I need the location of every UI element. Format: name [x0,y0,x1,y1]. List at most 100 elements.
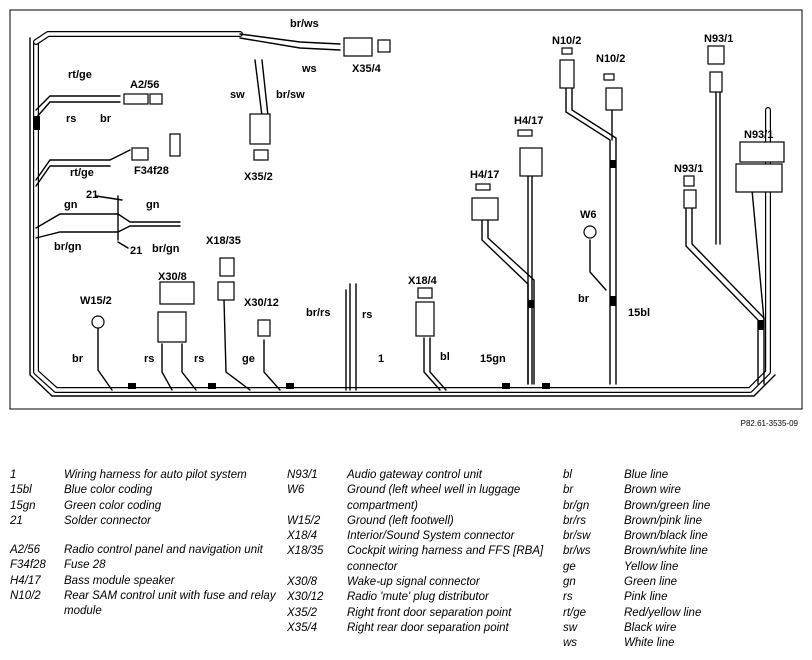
legend-col1: 1 Wiring harness for auto pilot system 15… [10,468,280,620]
legend-desc: Green line [624,576,678,589]
legend-row: N93/1 Audio gateway control unit [287,468,547,483]
label-1: 1 [378,353,384,365]
legend-row: X18/4 Interior/Sound System connector [287,529,547,544]
legend-desc: Radio control panel and navigation unit [64,544,263,557]
label-gn-b: gn [146,199,160,211]
legend-code: rt/ge [563,606,587,619]
legend-desc: Brown/green line [624,499,711,512]
label-br-ws: br/ws [290,18,319,30]
legend-desc: Red/yellow line [624,606,702,619]
label-f34f28: F34f28 [134,165,169,177]
legend-code: F34f28 [10,559,46,572]
legend-code: X35/2 [287,606,318,619]
legend-desc: Fuse 28 [64,559,106,572]
label-rs-3: rs [194,353,204,365]
legend-desc: Right rear door separation point [347,621,509,634]
legend-code: N93/1 [287,469,318,481]
label-br-gn-a: br/gn [54,241,82,253]
legend-code: X35/4 [287,621,318,634]
legend-code: X18/4 [287,530,318,543]
legend-desc: Rear SAM control unit with fuse and rela… [64,590,276,618]
legend-code: H4/17 [10,574,41,587]
legend-code: A2/56 [10,544,41,557]
label-br-rs: br/rs [306,307,330,319]
label-x35-4: X35/4 [352,63,382,75]
legend-row: rs Pink line [563,590,803,605]
legend-code: gn [563,576,576,589]
label-ws: ws [301,63,317,75]
legend-row: X35/4 Right rear door separation point [287,621,547,636]
label-rs-2: rs [144,353,154,365]
main-harness [29,31,776,397]
label-rt-ge-2: rt/ge [70,167,94,179]
label-w15-2: W15/2 [80,295,112,307]
legend-row: bl Blue line [563,468,803,483]
figure-credit: P82.61-3535-09 [740,419,798,428]
legend-code: X30/12 [287,591,324,604]
legend-desc: Yellow line [624,560,679,573]
legend-desc: Brown/pink line [624,514,702,527]
label-rs-4: rs [362,309,372,321]
legend-row: 15gn Green color coding [10,499,280,514]
legend-code: 21 [10,514,23,527]
label-br-gn-b: br/gn [152,243,180,255]
legend-row: N10/2 Rear SAM control unit with fuse and… [10,589,280,620]
legend-desc: Black wire [624,621,677,634]
label-15gn: 15gn [480,353,506,365]
legend-code: 15bl [10,484,32,497]
label-x30-12: X30/12 [244,297,279,309]
legend-desc: Blue line [624,469,669,481]
legend-desc: White line [624,637,675,650]
legend-desc: Right front door separation point [347,606,512,619]
legend-code: X30/8 [287,576,318,589]
label-n93-1-b: N93/1 [744,129,773,141]
label-h4-17-b: H4/17 [470,169,499,181]
connectors [91,37,785,343]
legend-desc: Bass module speaker [64,574,175,587]
legend-desc: Wiring harness for auto pilot system [64,469,247,481]
label-x30-8: X30/8 [158,271,187,283]
wiring-diagram: br/ws ws X35/4 sw br/sw X35/2 rt/ge A2/5… [9,9,803,410]
legend-desc: Cockpit wiring harness and FFS [RBA] con… [347,545,544,573]
legend-code: 1 [10,469,17,481]
label-h4-17-a: H4/17 [514,115,543,127]
legend-code: br/ws [563,545,591,558]
label-n10-2-a: N10/2 [552,35,581,47]
label-x35-2: X35/2 [244,171,273,183]
color-coding-marks [33,116,764,389]
legend-code: N10/2 [10,590,41,603]
diagram-frame [9,9,803,410]
legend-code: X18/35 [287,545,324,558]
legend-desc: Audio gateway control unit [347,469,482,481]
legend-row: H4/17 Bass module speaker [10,574,280,589]
label-15bl: 15bl [628,307,650,319]
legend-desc: Solder connector [64,514,151,527]
legend-desc: Brown/black line [624,530,708,543]
legend-desc: Pink line [624,591,668,604]
label-n10-2-b: N10/2 [596,53,625,65]
legend-code: bl [563,469,572,481]
legend-row: X35/2 Right front door separation point [287,606,547,621]
legend-code: 15gn [10,499,36,512]
label-br-1: br [100,113,112,125]
legend-row: A2/56 Radio control panel and navigation … [10,543,280,558]
legend-code: br/rs [563,514,586,527]
legend-code: rs [563,591,573,604]
legend-desc: Interior/Sound System connector [347,530,515,543]
label-br-sw: br/sw [276,89,305,101]
label-a2-56: A2/56 [130,79,159,91]
legend-row: X18/35 Cockpit wiring harness and FFS [RB… [287,544,547,575]
legend-gap [10,529,280,543]
branch-wires [35,59,765,391]
label-x18-35: X18/35 [206,235,241,247]
legend-desc: Green color coding [64,499,162,512]
